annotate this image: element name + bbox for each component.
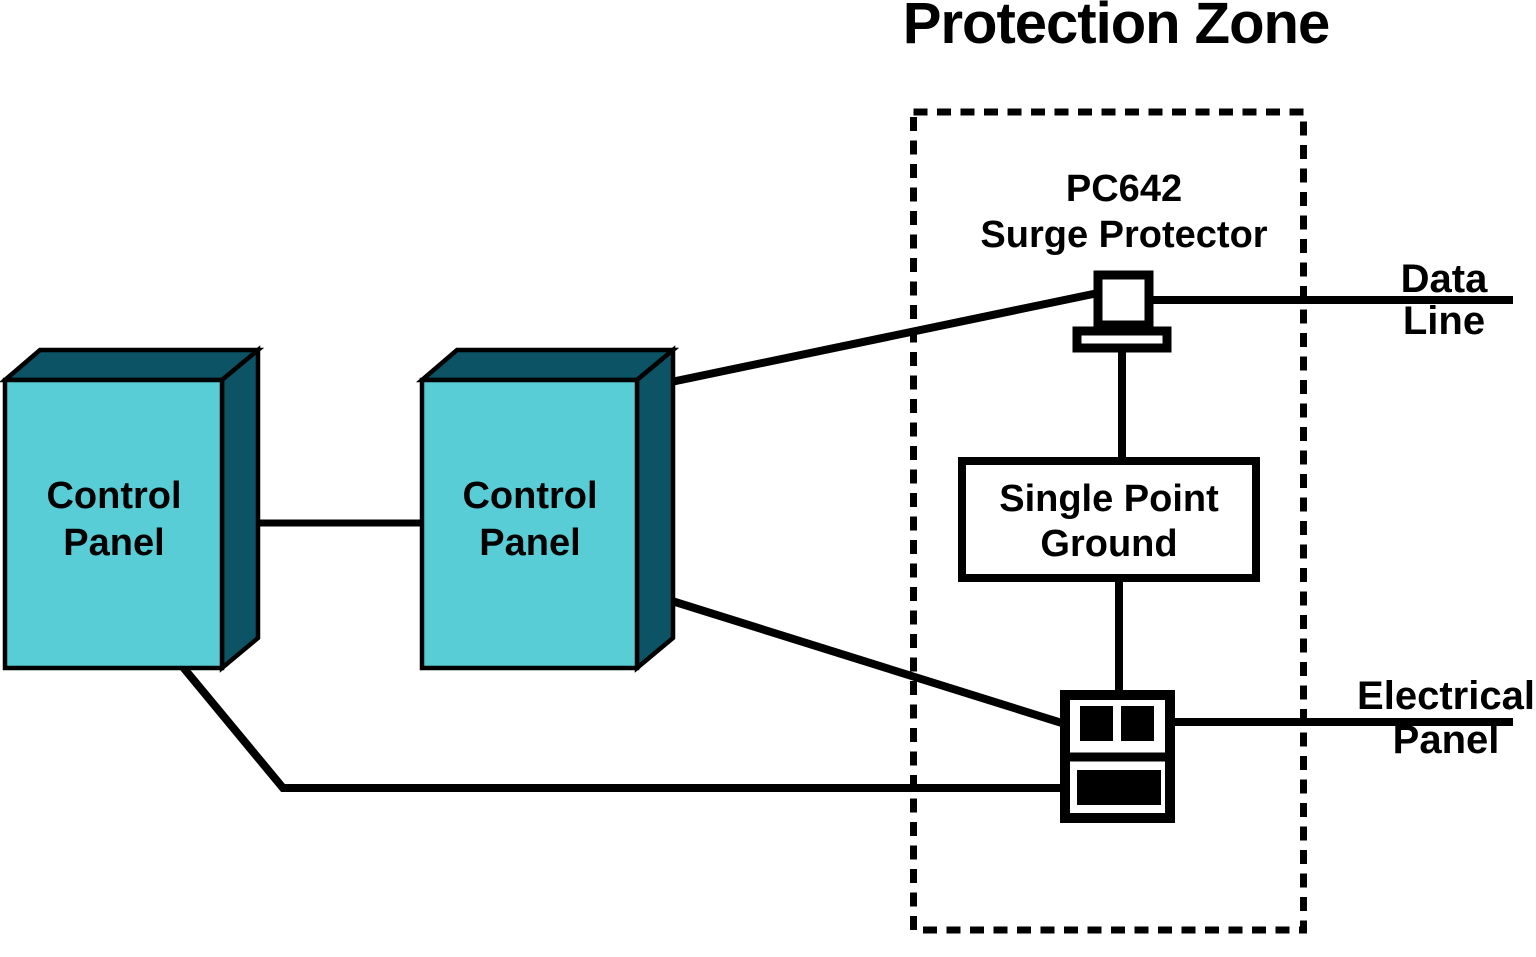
- control-panel-2-label-line2: Panel: [479, 522, 581, 564]
- control-panel-2-top-face: [415, 347, 680, 383]
- wire-panel1-to-electrical-panel: [178, 663, 1065, 792]
- data-line-label-line2: Line: [1402, 299, 1486, 343]
- single-point-ground-label-line1: Single Point: [999, 478, 1219, 520]
- single-point-ground-label: Single Point Ground: [958, 477, 1260, 567]
- data-line-label-line1: Data: [1400, 257, 1488, 301]
- electrical-panel-icon: [1060, 690, 1175, 823]
- control-panel-1-front-face: [2, 377, 225, 671]
- control-panel-2-label: Control Panel: [430, 473, 630, 567]
- wire-panel2-to-electrical-panel: [670, 597, 1067, 728]
- page-title: Protection Zone: [902, 0, 1330, 56]
- control-panel-1-label-line2: Panel: [63, 522, 165, 564]
- control-panel-2-label-line1: Control: [462, 475, 598, 517]
- surge-protector-label-line2: Surge Protector: [980, 214, 1268, 256]
- control-panel-1-side-face: [219, 345, 261, 673]
- electrical-panel-slot-bottom: [1077, 770, 1161, 805]
- protection-zone-boundary: [910, 108, 1307, 934]
- surge-protector-icon: [1072, 270, 1172, 353]
- control-panel-1-box: [0, 345, 265, 673]
- electrical-panel-slot-right: [1121, 706, 1154, 741]
- electrical-panel-label-line2: Panel: [1392, 718, 1500, 762]
- electrical-panel-slot-left: [1080, 706, 1113, 741]
- single-point-ground-label-line2: Ground: [1040, 523, 1178, 565]
- control-panel-1-label: Control Panel: [14, 473, 214, 567]
- wire-panel2-to-surge-protector: [670, 289, 1099, 386]
- surge-protector-label: PC642 Surge Protector: [924, 166, 1324, 258]
- control-panel-1-label-line1: Control: [46, 475, 182, 517]
- surge-protector-body: [1093, 270, 1154, 330]
- electrical-panel-label: Electrical Panel: [1346, 674, 1536, 762]
- electrical-panel-label-line1: Electrical: [1357, 674, 1535, 718]
- data-line-label: Data Line: [1344, 258, 1536, 342]
- surge-protector-base: [1072, 326, 1172, 353]
- control-panel-2-box: [415, 345, 680, 673]
- control-panel-2-side-face: [634, 345, 676, 673]
- control-panel-1-top-face: [0, 347, 265, 383]
- surge-protector-label-line1: PC642: [1065, 168, 1183, 210]
- single-point-ground-box: [958, 457, 1260, 582]
- control-panel-2-front-face: [419, 377, 640, 671]
